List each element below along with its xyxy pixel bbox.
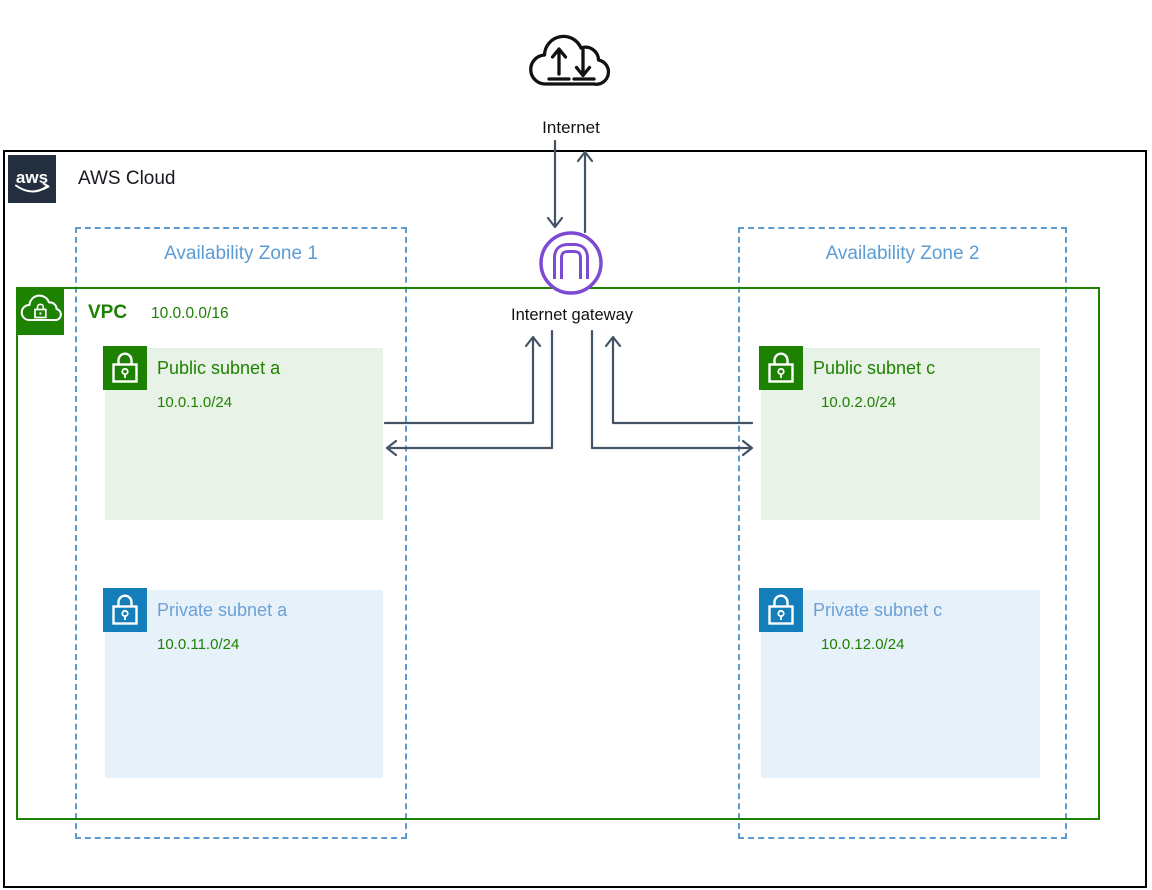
public-subnet-c: Public subnet c 10.0.2.0/24 xyxy=(759,346,1040,520)
aws-logo-svg: aws xyxy=(15,168,50,193)
vpc-cloud-lock-icon xyxy=(20,294,62,322)
padlock-icon xyxy=(112,352,138,383)
aws-cloud-group xyxy=(3,150,1147,888)
subnet-title: Public subnet a xyxy=(157,358,281,378)
aws-cloud-label: AWS Cloud xyxy=(78,168,176,189)
internet-label: Internet xyxy=(542,118,600,137)
padlock-icon xyxy=(112,594,138,625)
subnet-title: Public subnet c xyxy=(813,358,936,378)
padlock-icon xyxy=(768,594,794,625)
aws-logo-icon: aws xyxy=(8,155,56,203)
internet-cloud-icon xyxy=(529,34,611,86)
public-subnet-icon xyxy=(759,346,803,390)
availability-zone-2-label: Availability Zone 2 xyxy=(825,243,980,264)
internet-gateway-label: Internet gateway xyxy=(511,306,633,324)
vpc-label: VPC xyxy=(88,302,128,323)
private-subnet-a: Private subnet a 10.0.11.0/24 xyxy=(103,588,383,778)
subnet-title: Private subnet a xyxy=(157,600,288,620)
availability-zone-1: Availability Zone 1 xyxy=(75,227,407,839)
availability-zone-1-label: Availability Zone 1 xyxy=(164,243,318,264)
svg-text:aws: aws xyxy=(16,168,48,187)
vpc-cidr: 10.0.0.0/16 xyxy=(151,305,229,322)
public-subnet-icon xyxy=(103,346,147,390)
availability-zone-2: Availability Zone 2 xyxy=(738,227,1067,839)
subnet-cidr: 10.0.11.0/24 xyxy=(157,636,240,653)
subnet-cidr: 10.0.1.0/24 xyxy=(157,394,233,411)
subnet-cidr: 10.0.2.0/24 xyxy=(821,394,897,411)
vpc-icon xyxy=(16,287,64,335)
private-subnet-icon xyxy=(103,588,147,632)
public-subnet-a: Public subnet a 10.0.1.0/24 xyxy=(103,346,383,520)
private-subnet-icon xyxy=(759,588,803,632)
padlock-icon xyxy=(768,352,794,383)
subnet-cidr: 10.0.12.0/24 xyxy=(821,636,905,653)
private-subnet-c: Private subnet c 10.0.12.0/24 xyxy=(759,588,1040,778)
subnet-title: Private subnet c xyxy=(813,600,943,620)
